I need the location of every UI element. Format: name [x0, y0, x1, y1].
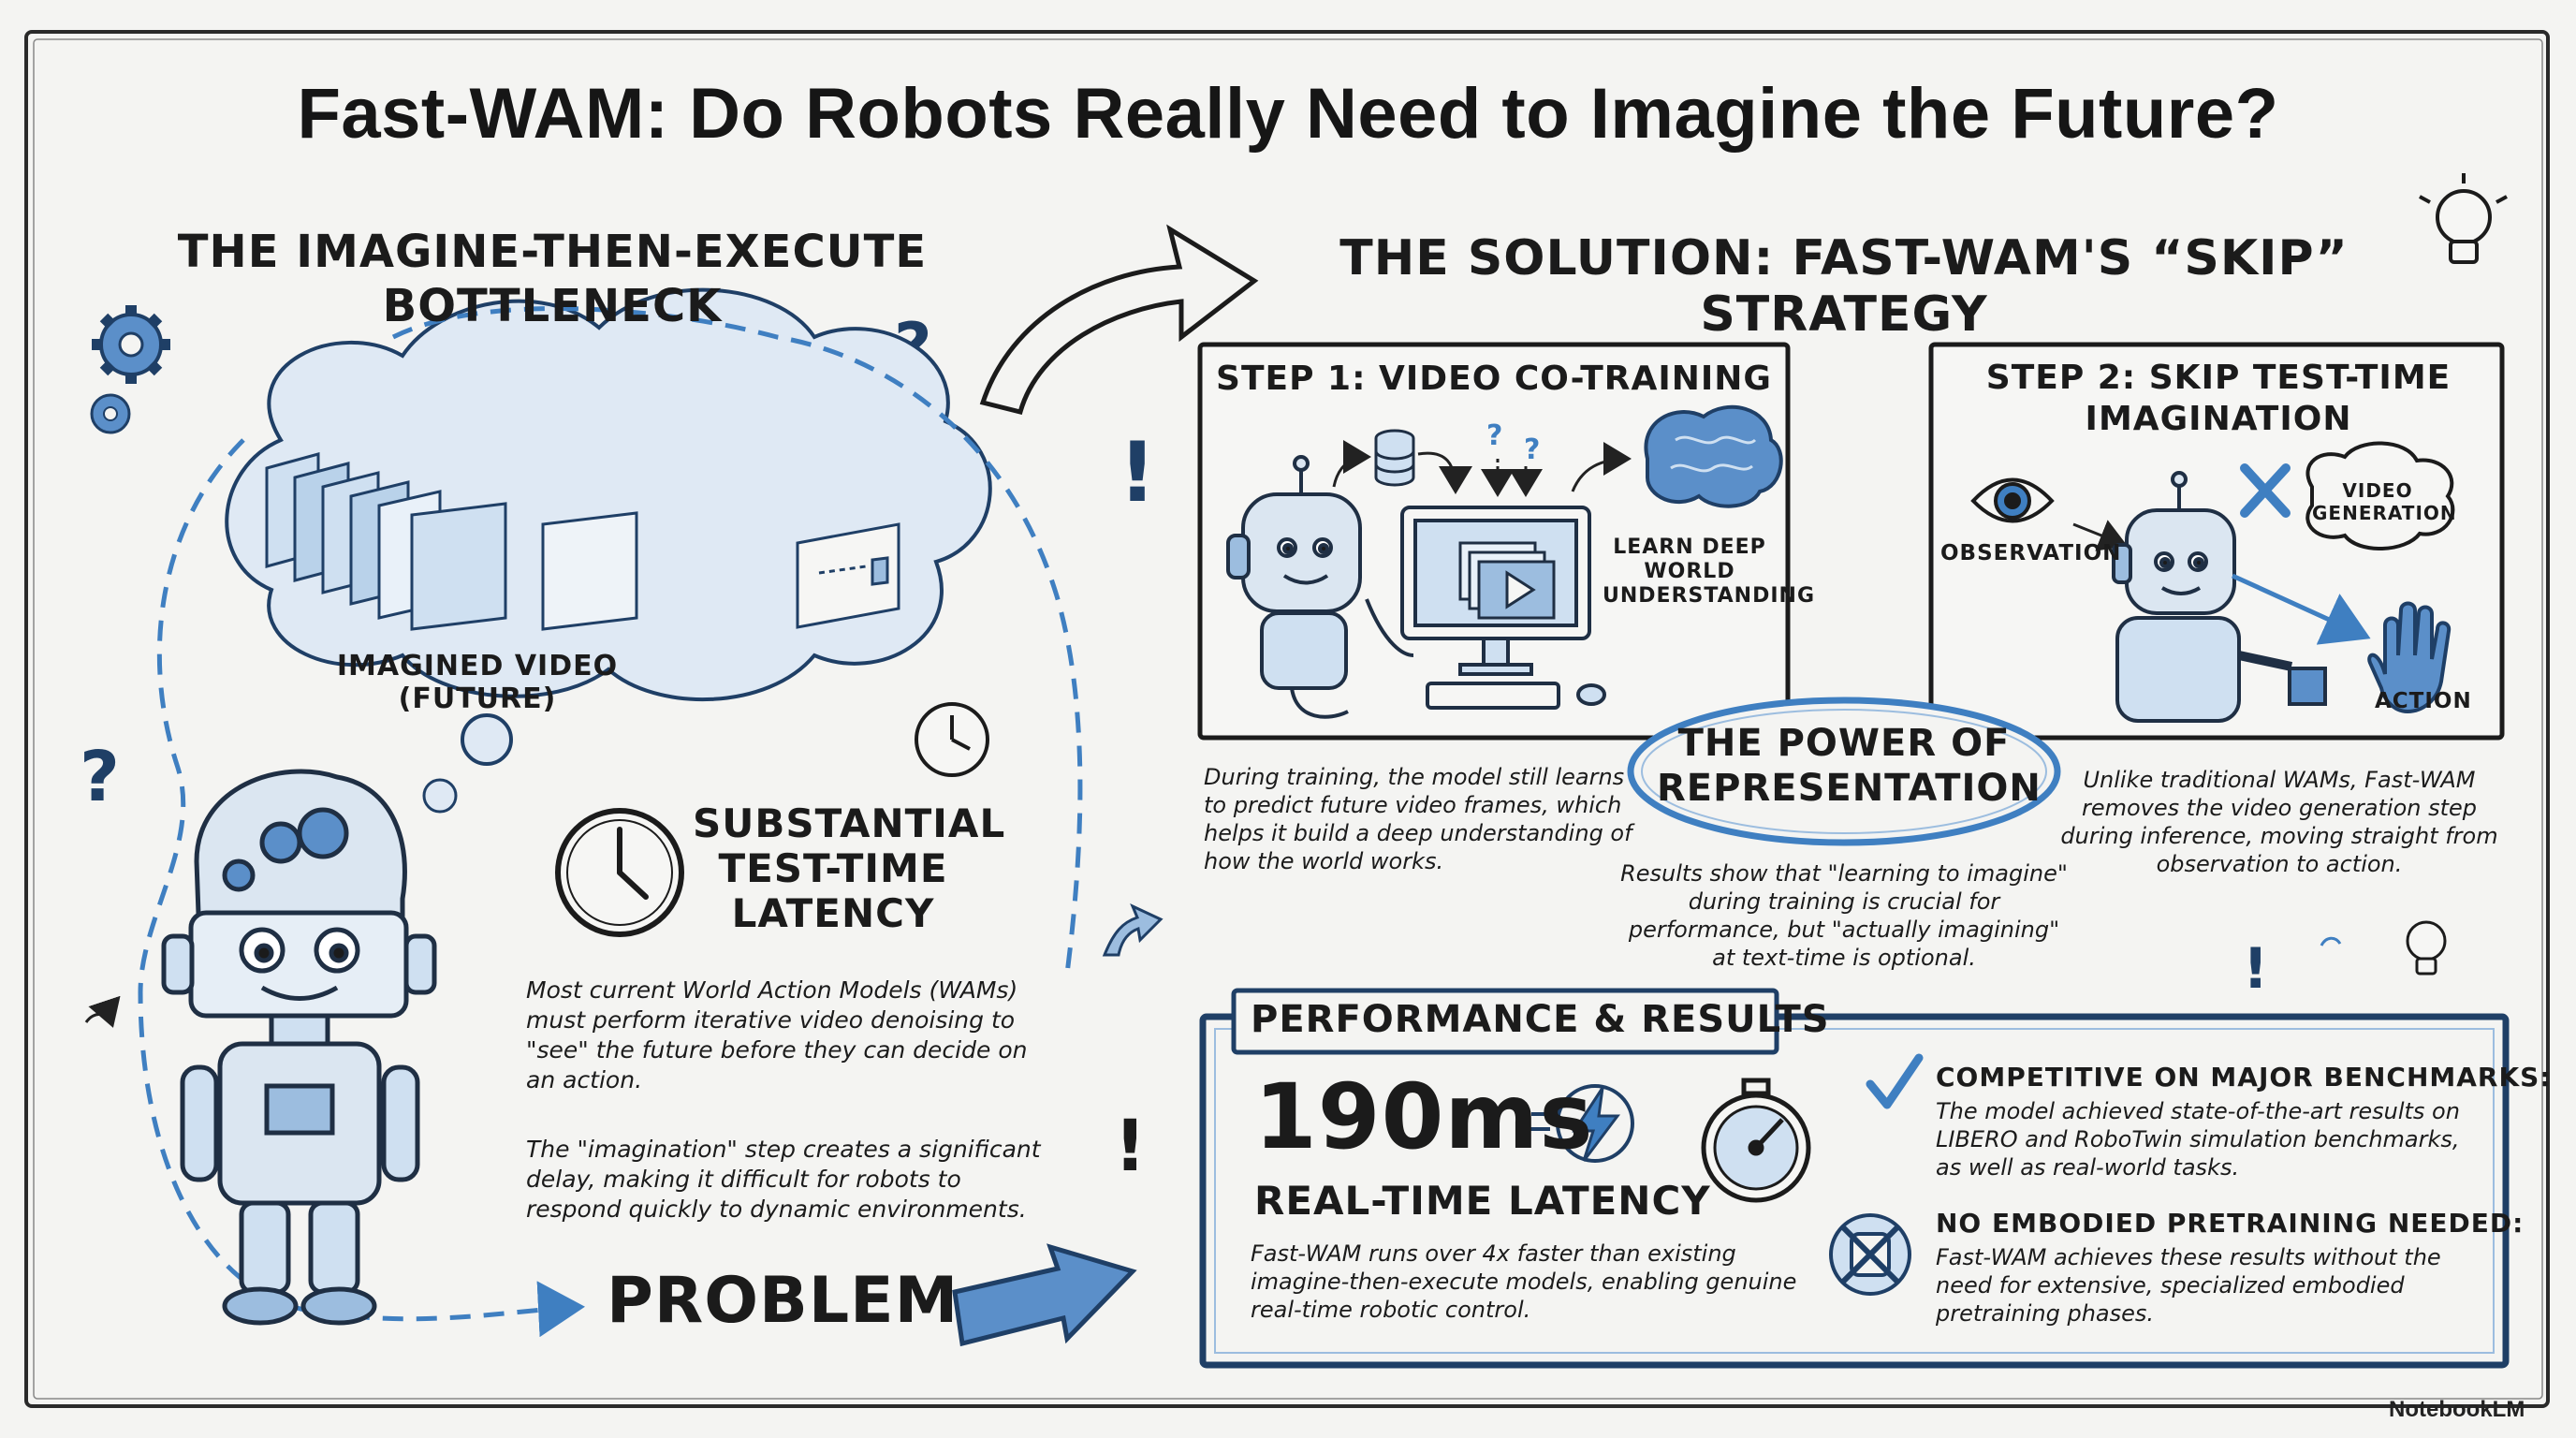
performance-heading: PERFORMANCE & RESULTS: [1251, 998, 1830, 1041]
outer-frame-inner: [33, 38, 2543, 1400]
clock-icon-large: [555, 808, 684, 937]
eye-icon: [1970, 477, 2055, 523]
video-generation-label: VIDEO GENERATION: [2312, 479, 2457, 524]
exclamation-icon: !: [1119, 424, 1156, 521]
representation-title: THE POWER OF REPRESENTATION: [1657, 722, 2042, 810]
page-title: Fast-WAM: Do Robots Really Need to Imagi…: [297, 74, 2279, 154]
problem-badge: PROBLEM: [607, 1264, 959, 1338]
solution-heading: THE SOLUTION: FAST-WAM'S “SKIP” STRATEGY: [1339, 230, 2349, 343]
database-icon: [1374, 429, 1415, 487]
performance-tab: [1231, 988, 1779, 1055]
computer-icon: [1400, 506, 1606, 710]
brain-label: LEARN DEEP WORLD UNDERSTANDING: [1603, 536, 1816, 608]
action-label: ACTION: [2375, 689, 2472, 713]
robot-icon-step1: [1226, 455, 1414, 719]
pretraining-title: NO EMBODIED PRETRAINING NEEDED:: [1936, 1208, 2525, 1239]
representation-oval: [1627, 697, 2061, 846]
brain-icon: [1644, 404, 1783, 508]
thought-bubble: [461, 713, 513, 766]
problem-paragraph-2: The "imagination" step creates a signifi…: [526, 1136, 1041, 1223]
checkmark-icon: [1866, 1053, 1924, 1109]
gear-icon: [92, 305, 170, 384]
clock-icon: [915, 702, 989, 777]
problem-paragraph-1: Most current World Action Models (WAMs) …: [526, 976, 1028, 1093]
outer-frame: [24, 30, 2550, 1408]
video-frames: [265, 452, 900, 631]
dashed-flow: [391, 306, 1083, 975]
question-mark-icon: ?: [1486, 419, 1502, 452]
benchmark-text: The model achieved state-of-the-art resu…: [1936, 1098, 2460, 1181]
gear-icon-small: [90, 393, 131, 434]
step2-description: Unlike traditional WAMs, Fast-WAM remove…: [2060, 767, 2498, 877]
performance-box: [1199, 1013, 2510, 1369]
thought-bubble: [422, 778, 458, 814]
problem-arrow: [952, 1243, 1137, 1347]
brand-label: NotebookLM: [2389, 1397, 2525, 1422]
step1-title: STEP 1: VIDEO CO-TRAINING: [1216, 360, 1772, 398]
question-mark-icon: ?: [80, 737, 120, 817]
latency-description: Fast-WAM runs over 4x faster than existi…: [1251, 1240, 1797, 1323]
lightning-icon: [1528, 1084, 1634, 1163]
arrow-icon: [979, 224, 1259, 416]
step1-description: During training, the model still learns …: [1204, 764, 1632, 874]
cloud-label: IMAGINED VIDEO (FUTURE): [336, 650, 619, 715]
video-generation-cloud: [2305, 441, 2455, 551]
latency-heading: SUBSTANTIAL TEST-TIME LATENCY: [693, 800, 1006, 936]
stopwatch-icon: [1701, 1078, 1811, 1203]
observation-label: OBSERVATION: [1940, 541, 2122, 565]
latency-value: 190ms: [1254, 1064, 1594, 1169]
robot-icon: [161, 769, 437, 1326]
representation-description: Results show that "learning to imagine" …: [1620, 860, 2068, 971]
question-mark-icon: ?: [1524, 433, 1540, 466]
step2-title: STEP 2: SKIP TEST-TIME IMAGINATION: [1985, 359, 2452, 438]
problem-heading: THE IMAGINE-THEN-EXECUTE BOTTLENECK: [177, 226, 928, 332]
latency-label: REAL-TIME LATENCY: [1254, 1178, 1711, 1224]
lightbulb-icon: [2419, 173, 2508, 264]
hand-icon: [2367, 601, 2452, 714]
dashed-flow: [138, 438, 585, 1338]
pretraining-text: Fast-WAM achieves these results without …: [1936, 1244, 2441, 1327]
robot-icon-step2: [2112, 471, 2327, 723]
cross-icon: [2240, 463, 2291, 518]
lightbulb-icon-small: [2406, 920, 2447, 976]
no-pretraining-icon: [1829, 1213, 1911, 1296]
arrow-icon-small: [1102, 903, 1164, 957]
exclamation-icon: !: [2243, 936, 2268, 1002]
exclamation-icon: !: [1114, 1104, 1147, 1187]
benchmark-title: COMPETITIVE ON MAJOR BENCHMARKS:: [1936, 1062, 2552, 1093]
